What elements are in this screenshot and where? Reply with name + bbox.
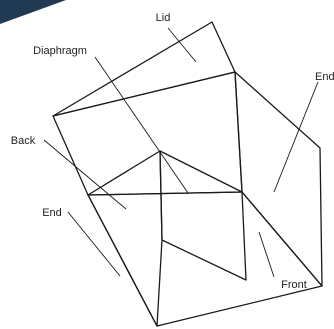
front-label: Front [281, 279, 307, 291]
lid-label: Lid [156, 12, 171, 24]
back-leader [44, 140, 126, 209]
end-panel-left [88, 151, 162, 326]
end-left-leader [68, 212, 120, 276]
lid-panel [53, 22, 235, 116]
corner-accent [0, 0, 66, 24]
diaphragm-label: Diaphragm [33, 45, 87, 57]
front-panel [88, 192, 322, 326]
end-left-label: End [42, 207, 62, 219]
diaphragm-leader [95, 57, 188, 193]
end-right-leader [274, 82, 318, 192]
end-right-label: End [315, 71, 334, 83]
back-label: Back [11, 135, 36, 147]
front-leader [259, 232, 274, 277]
